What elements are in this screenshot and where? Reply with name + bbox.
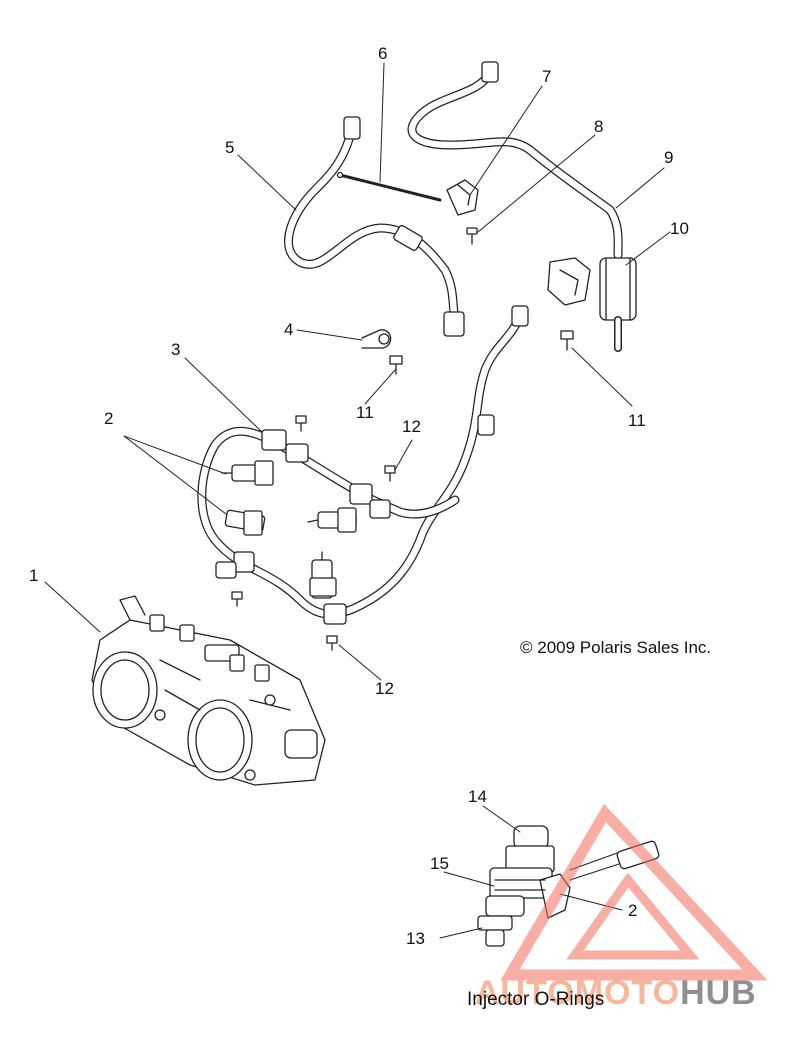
callout-2: 2 — [104, 409, 114, 428]
fuel-hose-5 — [284, 116, 465, 337]
callout-12-center: 12 — [402, 417, 421, 436]
tie-strap-6 — [336, 171, 442, 202]
callout-11-right: 11 — [628, 411, 646, 430]
throttle-body-1 — [91, 595, 326, 786]
watermark-text-part1: AUTOMOTO — [475, 974, 681, 1012]
callout-13: 13 — [406, 929, 425, 948]
screw-12-left — [231, 591, 243, 607]
copyright-text: © 2009 Polaris Sales Inc. — [520, 638, 712, 657]
injector-2-d — [309, 551, 337, 599]
fuel-hose-9 — [407, 61, 623, 260]
screw-11-center — [389, 355, 403, 375]
watermark-logo — [500, 803, 768, 981]
watermark-text: AUTOMOTOHUB — [475, 974, 757, 1013]
screw-12-center — [384, 465, 396, 482]
callout-5: 5 — [225, 138, 235, 157]
callout-3: 3 — [171, 340, 181, 359]
callout-7: 7 — [542, 67, 552, 86]
fuel-filter-10 — [547, 257, 637, 352]
callout-11-center: 11 — [356, 403, 374, 422]
screw-12-bottom — [326, 635, 338, 651]
callout-6: 6 — [378, 44, 388, 63]
injector-2-a — [221, 460, 274, 486]
fuel-rail-3 — [197, 305, 529, 625]
screw-12-top — [295, 415, 307, 432]
callout-4: 4 — [284, 320, 294, 339]
injector-inset — [477, 825, 660, 947]
callout-10: 10 — [670, 219, 689, 238]
injector-2-c — [307, 507, 357, 533]
callout-15: 15 — [430, 854, 449, 873]
injector-2-b — [224, 509, 266, 536]
watermark-text-part2: HUB — [680, 974, 757, 1012]
callout-8: 8 — [594, 117, 604, 136]
screw-8 — [466, 227, 478, 245]
clamp-4 — [361, 329, 392, 349]
leader-lines — [44, 62, 671, 939]
callout-1: 1 — [29, 566, 39, 585]
callout-2-inset: 2 — [628, 901, 638, 920]
callout-14: 14 — [468, 787, 487, 806]
clip-7 — [446, 179, 479, 216]
screw-11-right — [560, 330, 574, 351]
callout-12-bottom: 12 — [375, 679, 394, 698]
inset-caption: Injector O-Rings — [467, 989, 605, 1010]
callout-9: 9 — [664, 148, 674, 167]
